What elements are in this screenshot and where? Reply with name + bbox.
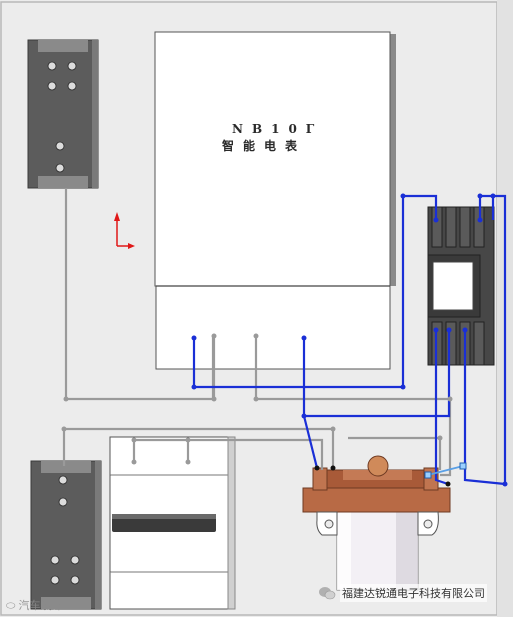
wire-endpoint-handle[interactable]	[424, 471, 432, 479]
contactor-module	[427, 206, 495, 366]
meter-name-label: 智能电表	[222, 139, 307, 153]
din-rail-bracket-bottom	[30, 460, 102, 610]
wechat-logo-icon: ⬭	[6, 600, 16, 612]
watermark-logo-icon	[319, 587, 336, 600]
wire-endpoint-handle[interactable]	[459, 462, 467, 470]
watermark-right-text: 福建达锐通电子科技有限公司	[340, 584, 487, 602]
watermark-left-text: 汽车设计	[18, 600, 63, 612]
solenoid-relay	[302, 455, 451, 591]
selected-wire-segment[interactable]	[427, 465, 464, 476]
din-rail-bracket-top	[27, 39, 99, 189]
terminal-dots-blue	[191, 193, 508, 487]
blue-wires	[192, 194, 507, 486]
terminal-dots-gray	[61, 333, 453, 465]
smart-meter	[154, 31, 396, 370]
watermark-right: 福建达锐通电子科技有限公司	[318, 584, 487, 602]
axis-triad-icon	[114, 212, 135, 249]
terminal-dots-dark	[314, 465, 451, 487]
meter-model-label: NB10Γ	[232, 122, 324, 136]
circuit-breaker	[109, 436, 236, 610]
watermark-left: ⬭ 汽车设计	[6, 597, 62, 613]
